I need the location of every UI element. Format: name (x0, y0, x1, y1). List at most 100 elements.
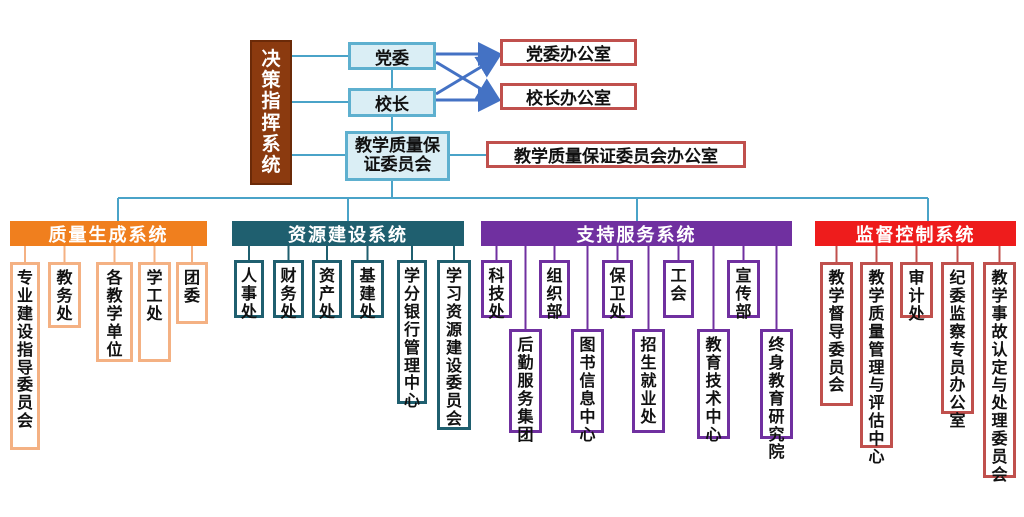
support-unit-box: 图书信息中心 (571, 329, 604, 443)
unit-char: 设 (16, 321, 33, 341)
unit-char: 理 (403, 355, 420, 375)
unit-char: 心 (868, 447, 885, 467)
resource-system-header: 资源建设系统 (232, 221, 464, 246)
unit-char: 研 (768, 406, 785, 426)
unit-char: 会 (991, 464, 1008, 484)
supervision-unit-box: 教学事故认定与处理委员会 (983, 262, 1016, 483)
unit-char: 室 (949, 411, 966, 431)
resource-system-title: 资源建设系统 (288, 224, 408, 246)
unit-char: 心 (403, 391, 420, 411)
unit-char: 行 (403, 319, 420, 339)
unit-char: 专 (16, 268, 33, 287)
unit-char: 就 (640, 370, 657, 390)
unit-char: 学 (828, 285, 845, 305)
support-system-title: 支持服务系统 (576, 224, 697, 246)
unit-char: 院 (768, 442, 785, 462)
unit-char: 教 (868, 268, 885, 287)
supervision-system-title: 监督控制系统 (855, 224, 976, 246)
qa-committee-box: 教学质量保 证委员会 (345, 131, 450, 181)
unit-char: 身 (768, 352, 785, 372)
quality-unit-box: 各教学单位 (96, 262, 133, 362)
unit-char: 处 (991, 393, 1008, 413)
decision-char: 决 (261, 47, 281, 70)
quality-unit-box: 学工处 (138, 262, 171, 362)
unit-char: 保 (609, 266, 626, 285)
unit-char: 员 (949, 357, 966, 377)
unit-char: 学 (403, 266, 420, 285)
quality-unit-box: 团委 (176, 262, 208, 324)
unit-char: 位 (106, 339, 123, 359)
unit-char: 处 (240, 301, 257, 321)
unit-char: 建 (445, 337, 462, 357)
decision-char: 挥 (261, 111, 281, 134)
supervision-unit-box: 教学督导委员会 (820, 262, 853, 406)
decision-char: 系 (261, 132, 281, 155)
unit-char: 质 (868, 303, 885, 323)
unit-char: 学 (868, 285, 885, 305)
unit-char: 专 (949, 339, 966, 359)
unit-char: 处 (640, 406, 657, 426)
unit-char: 故 (991, 321, 1008, 341)
unit-char: 评 (868, 393, 885, 413)
qa-committee-line: 教学质量保 (355, 135, 440, 156)
unit-char: 员 (991, 447, 1008, 467)
president-box: 校长 (348, 88, 436, 117)
unit-char: 技 (488, 283, 505, 303)
party-committee-box: 党委 (348, 42, 436, 70)
unit-char: 处 (56, 303, 73, 323)
support-unit-box: 组织部 (539, 260, 570, 320)
qa-committee-office-label: 教学质量保证委员会办公室 (514, 147, 718, 167)
unit-char: 后 (517, 335, 534, 354)
unit-char: 监 (949, 303, 966, 323)
unit-char: 各 (106, 268, 123, 287)
supervision-system-header: 监督控制系统 (815, 221, 1016, 246)
unit-char: 源 (445, 319, 462, 339)
unit-char: 务 (517, 388, 534, 408)
unit-char: 教 (768, 370, 785, 390)
unit-char: 会 (828, 375, 845, 395)
unit-char: 术 (705, 388, 722, 408)
resource-unit-box: 财务处 (273, 260, 304, 320)
unit-char: 委 (949, 285, 966, 305)
decision-char: 统 (261, 154, 281, 177)
support-unit-box: 宣传部 (727, 260, 760, 320)
resource-unit-box: 基建处 (351, 260, 384, 321)
unit-char: 图 (579, 335, 596, 354)
unit-char: 管 (868, 339, 885, 359)
unit-char: 宣 (735, 266, 752, 285)
unit-char: 员 (16, 393, 33, 413)
unit-char: 定 (991, 357, 1008, 377)
unit-char: 织 (546, 283, 563, 303)
unit-char: 会 (670, 283, 687, 303)
unit-char: 学 (991, 285, 1008, 305)
support-unit-box: 教育技术中心 (697, 329, 730, 443)
unit-char: 工 (670, 266, 687, 285)
decision-system-box: 决 策 指 挥 系 统 (250, 40, 292, 185)
unit-char: 委 (445, 373, 462, 393)
unit-char: 与 (868, 375, 885, 395)
quality-unit-box: 专业建设指导委员会 (10, 262, 40, 450)
supervision-unit-box: 审计处 (900, 262, 933, 322)
unit-char: 学 (106, 303, 123, 323)
unit-char: 业 (16, 285, 33, 305)
unit-char: 管 (403, 337, 420, 357)
unit-char: 教 (56, 268, 73, 287)
unit-char: 事 (991, 303, 1008, 323)
unit-char: 建 (16, 303, 33, 323)
unit-char: 员 (445, 391, 462, 411)
unit-char: 技 (705, 370, 722, 390)
unit-char: 业 (640, 388, 657, 408)
unit-char: 卫 (609, 283, 626, 303)
unit-char: 集 (517, 406, 534, 426)
unit-char: 息 (579, 388, 596, 408)
support-system-header: 支持服务系统 (481, 221, 792, 246)
unit-char: 委 (183, 285, 200, 305)
support-unit-box: 后勤服务集团 (509, 329, 542, 443)
unit-char: 指 (16, 339, 33, 359)
quality-system-header: 质量生成系统 (10, 221, 207, 246)
president-office-label: 校长办公室 (526, 89, 611, 109)
unit-char: 处 (359, 301, 376, 321)
supervision-unit-box: 纪委监察专员办公室 (941, 262, 974, 430)
unit-char: 中 (579, 406, 596, 426)
